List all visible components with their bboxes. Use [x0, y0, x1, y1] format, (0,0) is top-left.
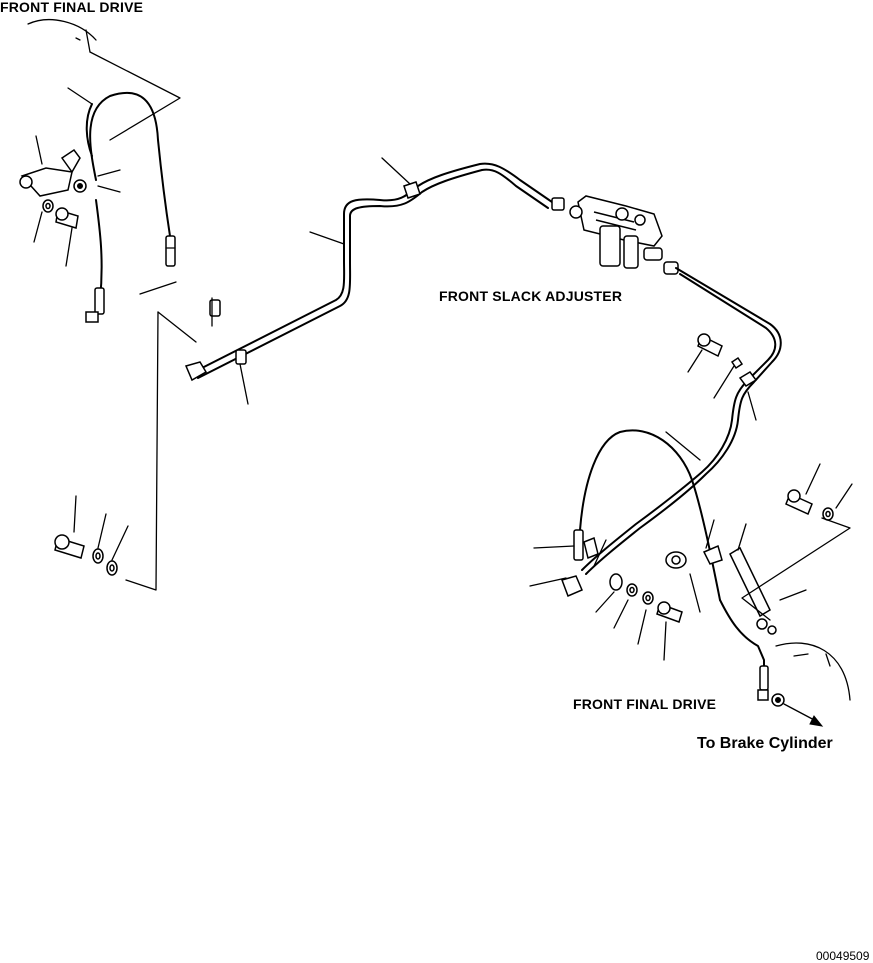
bolt-right-far	[785, 489, 834, 521]
hose-fitting-right-upper	[573, 529, 599, 561]
washers-left-bottom	[92, 548, 118, 576]
banjo-bracket-left	[19, 148, 87, 197]
flexible-hose-left	[85, 91, 171, 301]
banjo-right	[665, 544, 777, 635]
tube-clamp-upper	[403, 181, 421, 199]
arrow-to-brake-cylinder	[783, 703, 824, 727]
reference-bracket-left-mid	[125, 311, 197, 591]
bolt-right-lower	[656, 601, 683, 623]
hose-fitting-left-upper	[165, 235, 176, 267]
reference-bracket-right	[741, 517, 851, 621]
leader-lines-right-upper	[665, 349, 757, 461]
bolt-left-bottom	[54, 534, 85, 559]
leader-lines-tube	[211, 157, 411, 405]
hose-fitting-right-lower	[757, 665, 785, 707]
bolt-right-upper	[697, 333, 744, 370]
label-to-brake-cylinder: To Brake Cylinder	[697, 735, 833, 752]
leader-lines-left-bottom	[73, 495, 129, 561]
slack-adjuster	[551, 195, 679, 275]
drawing-number: 00049509	[816, 949, 870, 963]
label-front-slack-adjuster: FRONT SLACK ADJUSTER	[439, 288, 623, 304]
final-drive-housing-right	[775, 642, 851, 701]
final-drive-housing-left	[27, 19, 97, 53]
flexible-hose-right	[579, 429, 765, 691]
brake-tube-main	[193, 162, 553, 379]
reference-bracket-left-top	[67, 51, 181, 141]
washers-right-lower	[609, 573, 654, 605]
label-front-final-drive-top: FRONT FINAL DRIVE	[0, 0, 144, 15]
label-front-final-drive-bottom: FRONT FINAL DRIVE	[573, 696, 717, 712]
brake-tube-right	[581, 267, 782, 575]
hose-fitting-left-lower	[85, 287, 105, 323]
tube-fitting-left	[184, 361, 208, 382]
washer-left	[42, 199, 54, 213]
leader-lines-left-top	[33, 135, 177, 295]
bolt-left-top	[55, 207, 79, 229]
tube-fitting-right	[561, 371, 758, 597]
leader-lines-right-lower	[529, 463, 853, 661]
